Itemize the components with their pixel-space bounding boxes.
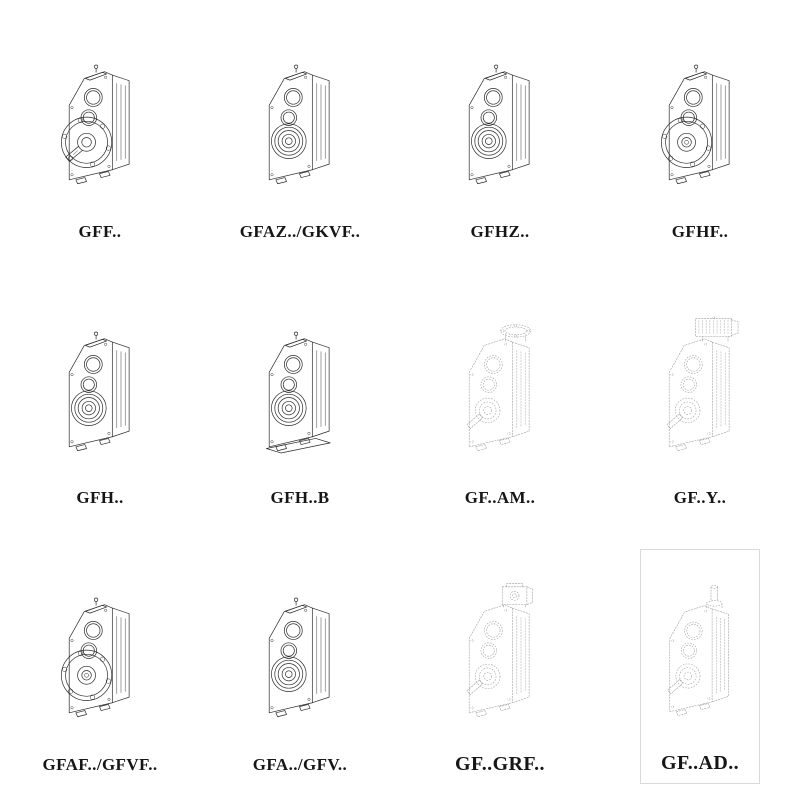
gearbox-drawing-hollow-hub: [244, 555, 356, 750]
model-label: GFF..: [78, 221, 122, 241]
model-label: GFAF../GFVF..: [42, 754, 158, 774]
gearbox-drawing-hollow-hub-base: [244, 289, 356, 484]
catalog-item-gf-y: GF..Y..: [640, 283, 760, 518]
catalog-item-gf-am: GF..AM..: [440, 283, 560, 518]
catalog-item-gfaf-gfvf: GFAF../GFVF..: [40, 549, 160, 784]
gearbox-drawing-top-input-shaft: [645, 556, 755, 749]
gearbox-illustration: [68, 331, 130, 451]
gearbox-drawing-flange: [44, 555, 156, 750]
gearbox-drawing-top-motor: [644, 289, 756, 484]
catalog-item-gf-ad: GF..AD..: [640, 549, 760, 784]
gearbox-illustration: [666, 315, 739, 451]
gearbox-illustration: [466, 583, 533, 718]
catalog-item-gfaz-gkvf: GFAZ../GKVF..: [240, 16, 360, 251]
gearbox-illustration: [661, 64, 730, 185]
gearbox-illustration: [268, 597, 330, 718]
gearbox-illustration: [466, 323, 532, 451]
catalog-item-gfh-b: GFH..B: [240, 283, 360, 518]
gearbox-drawing-top-flange-adapter: [444, 289, 556, 484]
model-label: GFH..B: [270, 488, 330, 508]
model-label: GFHZ..: [470, 221, 530, 241]
gearbox-illustration: [268, 64, 330, 185]
catalog-item-gfhz: GFHZ..: [440, 16, 560, 251]
model-label: GF..GRF..: [455, 753, 545, 776]
model-label: GF..AD..: [660, 752, 740, 775]
catalog-item-gfhf: GFHF..: [640, 16, 760, 251]
gearbox-illustration: [61, 64, 130, 185]
gearbox-illustration: [468, 64, 530, 185]
gearbox-drawing-flange-shaft: [44, 22, 156, 217]
gearbox-illustration: [266, 331, 331, 453]
catalog-item-gf-grf: GF..GRF..: [440, 549, 560, 784]
gearbox-illustration: [61, 597, 130, 718]
gearbox-drawing-hollow-hub: [44, 289, 156, 484]
catalog-item-gfh: GFH..: [40, 283, 160, 518]
gearbox-drawing-flange: [644, 22, 756, 217]
model-label: GFH..: [76, 488, 124, 508]
model-label: GFHF..: [671, 221, 729, 241]
model-label: GFAZ../GKVF..: [240, 221, 360, 241]
gearbox-drawing-hollow-hub: [444, 22, 556, 217]
gearbox-illustration: [667, 585, 729, 717]
model-label: GFA../GFV..: [252, 754, 348, 774]
catalog-item-gfa-gfv: GFA../GFV..: [240, 549, 360, 784]
catalog-item-gff: GFF..: [40, 16, 160, 251]
model-label: GF..Y..: [673, 488, 727, 508]
model-label: GF..AM..: [464, 488, 536, 508]
gearbox-drawing-top-adapter-block: [444, 555, 556, 750]
gearbox-drawing-hollow-hub: [244, 22, 356, 217]
